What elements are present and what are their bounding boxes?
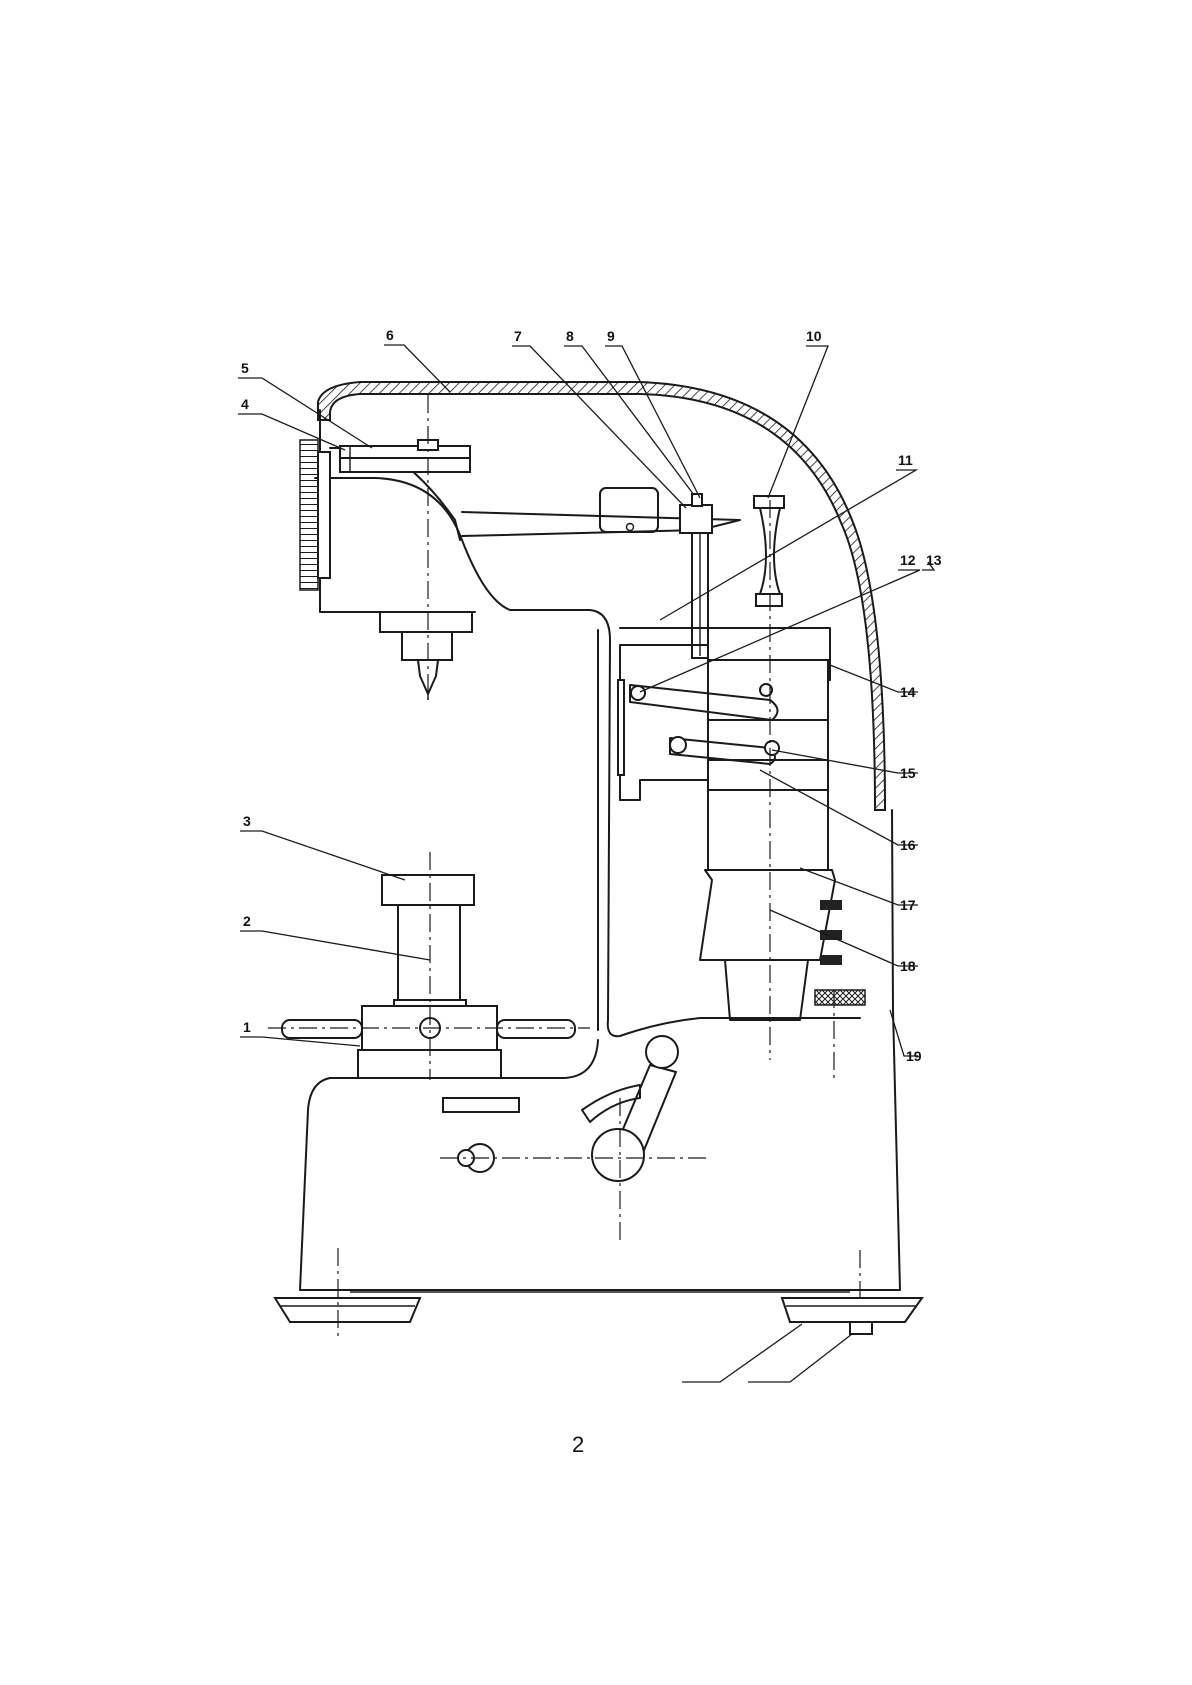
- handwheel: [300, 440, 330, 590]
- top-lever: [340, 440, 470, 472]
- counterweight-beam: [462, 488, 740, 658]
- callout-16: 16: [900, 837, 916, 853]
- feet: [275, 1298, 922, 1334]
- callout-2: 2: [243, 913, 251, 929]
- callout-9: 9: [607, 328, 615, 344]
- callout-labels: 1 2 3 4 5 6 7 8 9 10 11 12 13 14 15 16 1…: [241, 327, 942, 1064]
- dashpot-spool: [754, 496, 784, 606]
- indenter-spindle: [380, 612, 472, 700]
- leader-lines: [238, 345, 934, 1382]
- callout-4: 4: [241, 396, 249, 412]
- callout-12: 12: [900, 552, 916, 568]
- page-number: 2: [572, 1432, 584, 1457]
- callout-7: 7: [514, 328, 522, 344]
- callout-17: 17: [900, 897, 916, 913]
- callout-19: 19: [906, 1048, 922, 1064]
- callout-13: 13: [926, 552, 942, 568]
- callout-11: 11: [898, 452, 913, 468]
- callout-1: 1: [243, 1019, 251, 1035]
- callout-5: 5: [241, 360, 249, 376]
- callout-15: 15: [900, 765, 916, 781]
- callout-14: 14: [900, 684, 916, 700]
- callout-8: 8: [566, 328, 574, 344]
- callout-18: 18: [900, 958, 916, 974]
- callout-10: 10: [806, 328, 822, 344]
- anvil-assembly: [282, 875, 575, 1078]
- callout-6: 6: [386, 327, 394, 343]
- callout-3: 3: [243, 813, 251, 829]
